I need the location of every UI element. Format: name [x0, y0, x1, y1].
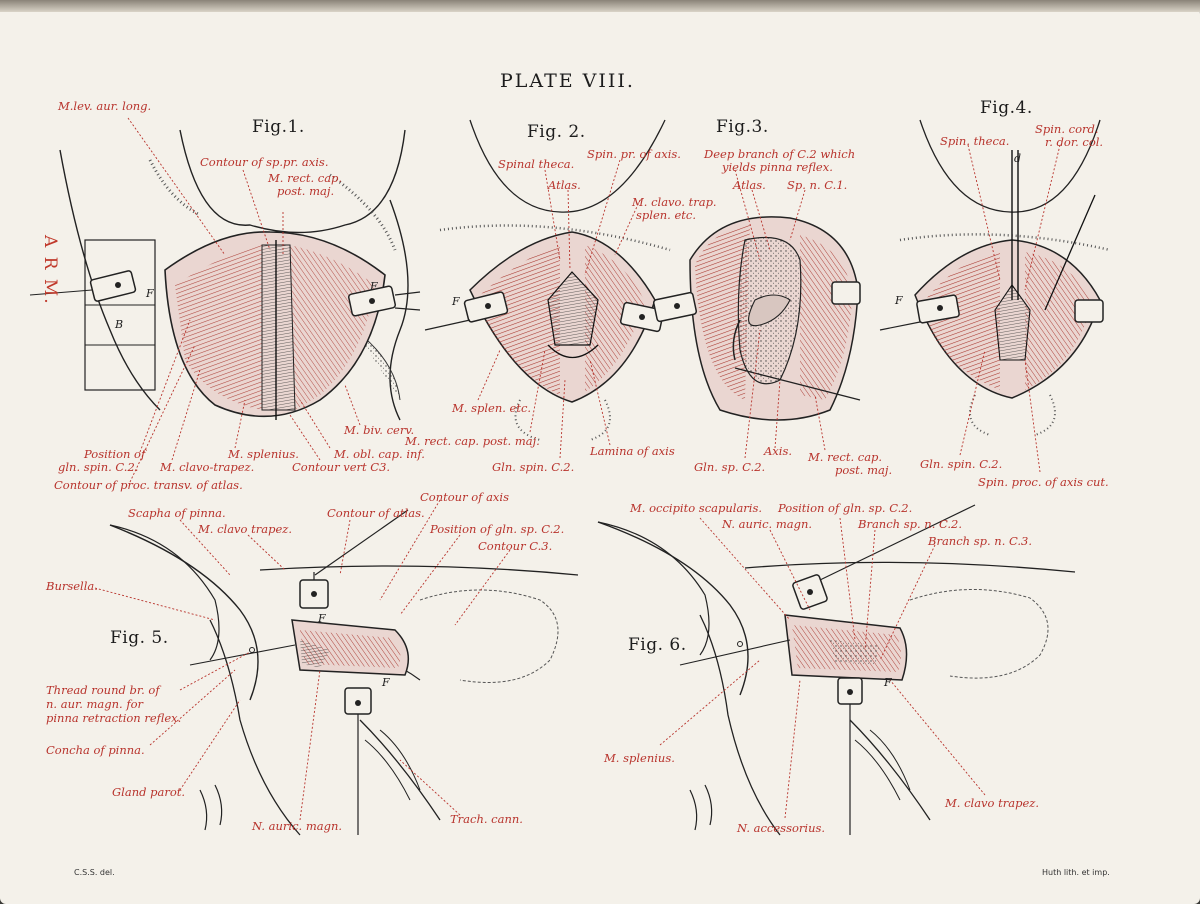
label-fig6-m-clavo-trapez: M. clavo trapez. — [945, 796, 1039, 810]
fig5-title: Fig. 5. — [110, 628, 169, 648]
fig4-title: Fig.4. — [980, 98, 1033, 118]
label-fig5-position-gln: Position of gln. sp. C.2. — [430, 522, 565, 536]
label-fig2-atlas: Atlas. — [548, 178, 581, 192]
label-thread-1: Thread round br. of — [46, 683, 160, 697]
fig2-flap-f: F — [452, 295, 460, 308]
label-gland-parot: Gland parot. — [112, 785, 186, 799]
credit-right: Huth lith. et imp. — [1042, 868, 1110, 877]
label-deep-branch-1: Deep branch of C.2 which — [704, 147, 856, 161]
page-edge — [0, 0, 1200, 12]
label-contour-of-atlas: Contour of atlas. — [327, 506, 425, 520]
plate-title: PLATE VIII. — [500, 70, 635, 92]
label-n-accessorius: N. accessorius. — [737, 821, 826, 835]
label-thread-2: n. aur. magn. for — [46, 697, 144, 711]
label-m-splenius: M. splenius. — [228, 447, 299, 461]
label-m-splen-etc: M. splen. etc. — [452, 401, 532, 415]
label-contour-sp-pr-axis: Contour of sp.pr. axis. — [200, 155, 329, 169]
fig4-flap-f: F — [895, 294, 903, 307]
label-position-gln-1: Position of — [84, 447, 146, 461]
label-m-occipito-scapularis: M. occipito scapularis. — [630, 501, 763, 515]
label-contour-proc-transv: Contour of proc. transv. of atlas. — [54, 478, 243, 492]
fig1-flap-f-left: F — [146, 287, 154, 300]
label-fig3-axis: Axis. — [764, 444, 793, 458]
label-spin-theca: Spin. theca. — [940, 134, 1010, 148]
label-branch-sp-n-c3: Branch sp. n. C.3. — [928, 534, 1033, 548]
label-m-clavo-trapez: M. clavo-trapez. — [160, 460, 255, 474]
label-m-clavo-trap-2: splen. etc. — [636, 208, 696, 222]
fig1-flap-f-right: F — [370, 280, 378, 293]
label-scapha-of-pinna: Scapha of pinna. — [128, 506, 226, 520]
label-deep-branch-2: yields pinna reflex. — [722, 160, 833, 174]
label-m-clavo-trap-1: M. clavo. trap. — [632, 195, 717, 209]
fig5-drawing — [94, 499, 579, 836]
label-bursella: Bursella. — [46, 579, 98, 593]
label-fig5-n-auric-magn: N. auric. magn. — [252, 819, 343, 833]
label-m-lev-aur-long: M.lev. aur. long. — [58, 99, 152, 113]
fig5-flap-f2: F — [382, 676, 390, 689]
label-spinal-theca: Spinal theca. — [498, 157, 575, 171]
label-fig3-atlas: Atlas. — [733, 178, 766, 192]
label-m-rect-cap-2: post. maj. — [277, 184, 335, 198]
label-spin-proc-axis-cut: Spin. proc. of axis cut. — [978, 475, 1109, 489]
fig2-drawing — [424, 119, 671, 459]
fig2-title: Fig. 2. — [527, 122, 586, 142]
fig6-title: Fig. 6. — [628, 635, 687, 655]
label-spin-cord-2: r. dor. col. — [1045, 135, 1104, 149]
label-fig2-gln-spin-c2: Gln. spin. C.2. — [492, 460, 575, 474]
label-contour-vert-c3: Contour vert C3. — [292, 460, 391, 474]
label-fig5-m-clavo-trapez: M. clavo trapez. — [198, 522, 292, 536]
fig4-drawing — [879, 119, 1111, 473]
label-gln-sp-c2: Gln. sp. C.2. — [694, 460, 766, 474]
label-fig6-position-gln: Position of gln. sp. C.2. — [778, 501, 913, 515]
fig4-probe-d: d — [1014, 152, 1022, 165]
label-position-gln-2: gln. spin. C.2. — [58, 460, 139, 474]
fig1-title: Fig.1. — [252, 117, 305, 137]
fig1-arm-label: A R M. — [40, 235, 60, 306]
fig5-flap-f1: F — [318, 612, 326, 625]
label-spin-pr-axis: Spin. pr. of axis. — [587, 147, 681, 161]
label-trach-cann: Trach. cann. — [450, 812, 523, 826]
label-sp-n-c1: Sp. n. C.1. — [787, 178, 848, 192]
label-lamina-of-axis: Lamina of axis — [590, 444, 675, 458]
label-contour-c3: Contour C.3. — [478, 539, 553, 553]
label-m-biv-cerv: M. biv. cerv. — [344, 423, 415, 437]
label-branch-sp-n-c2: Branch sp. n. C.2. — [858, 517, 963, 531]
fig3-drawing — [652, 169, 861, 459]
label-thread-3: pinna retraction reflex. — [46, 711, 182, 725]
label-m-rect-cap-post-maj: M. rect. cap. post. maj. — [405, 434, 540, 448]
fig1-flap-b: B — [115, 318, 124, 331]
label-fig4-gln-spin-c2: Gln. spin. C.2. — [920, 457, 1003, 471]
label-fig6-m-splenius: M. splenius. — [604, 751, 675, 765]
label-m-rect-cap-1: M. rect. cap. — [268, 171, 343, 185]
label-spin-cord-1: Spin. cord. — [1035, 122, 1099, 136]
label-contour-of-axis: Contour of axis — [420, 490, 509, 504]
fig6-drawing — [597, 504, 1076, 836]
credit-left: C.S.S. del. — [74, 868, 115, 877]
fig6-flap-f: F — [884, 676, 892, 689]
label-fig6-n-auric-magn: N. auric. magn. — [722, 517, 813, 531]
fig1-drawing — [29, 117, 421, 483]
fig3-title: Fig.3. — [716, 117, 769, 137]
label-concha-of-pinna: Concha of pinna. — [46, 743, 145, 757]
label-m-obl-cap-inf: M. obl. cap. inf. — [334, 447, 425, 461]
label-fig3-m-rect-cap-2: post. maj. — [835, 463, 893, 477]
label-fig3-m-rect-cap-1: M. rect. cap. — [808, 450, 883, 464]
